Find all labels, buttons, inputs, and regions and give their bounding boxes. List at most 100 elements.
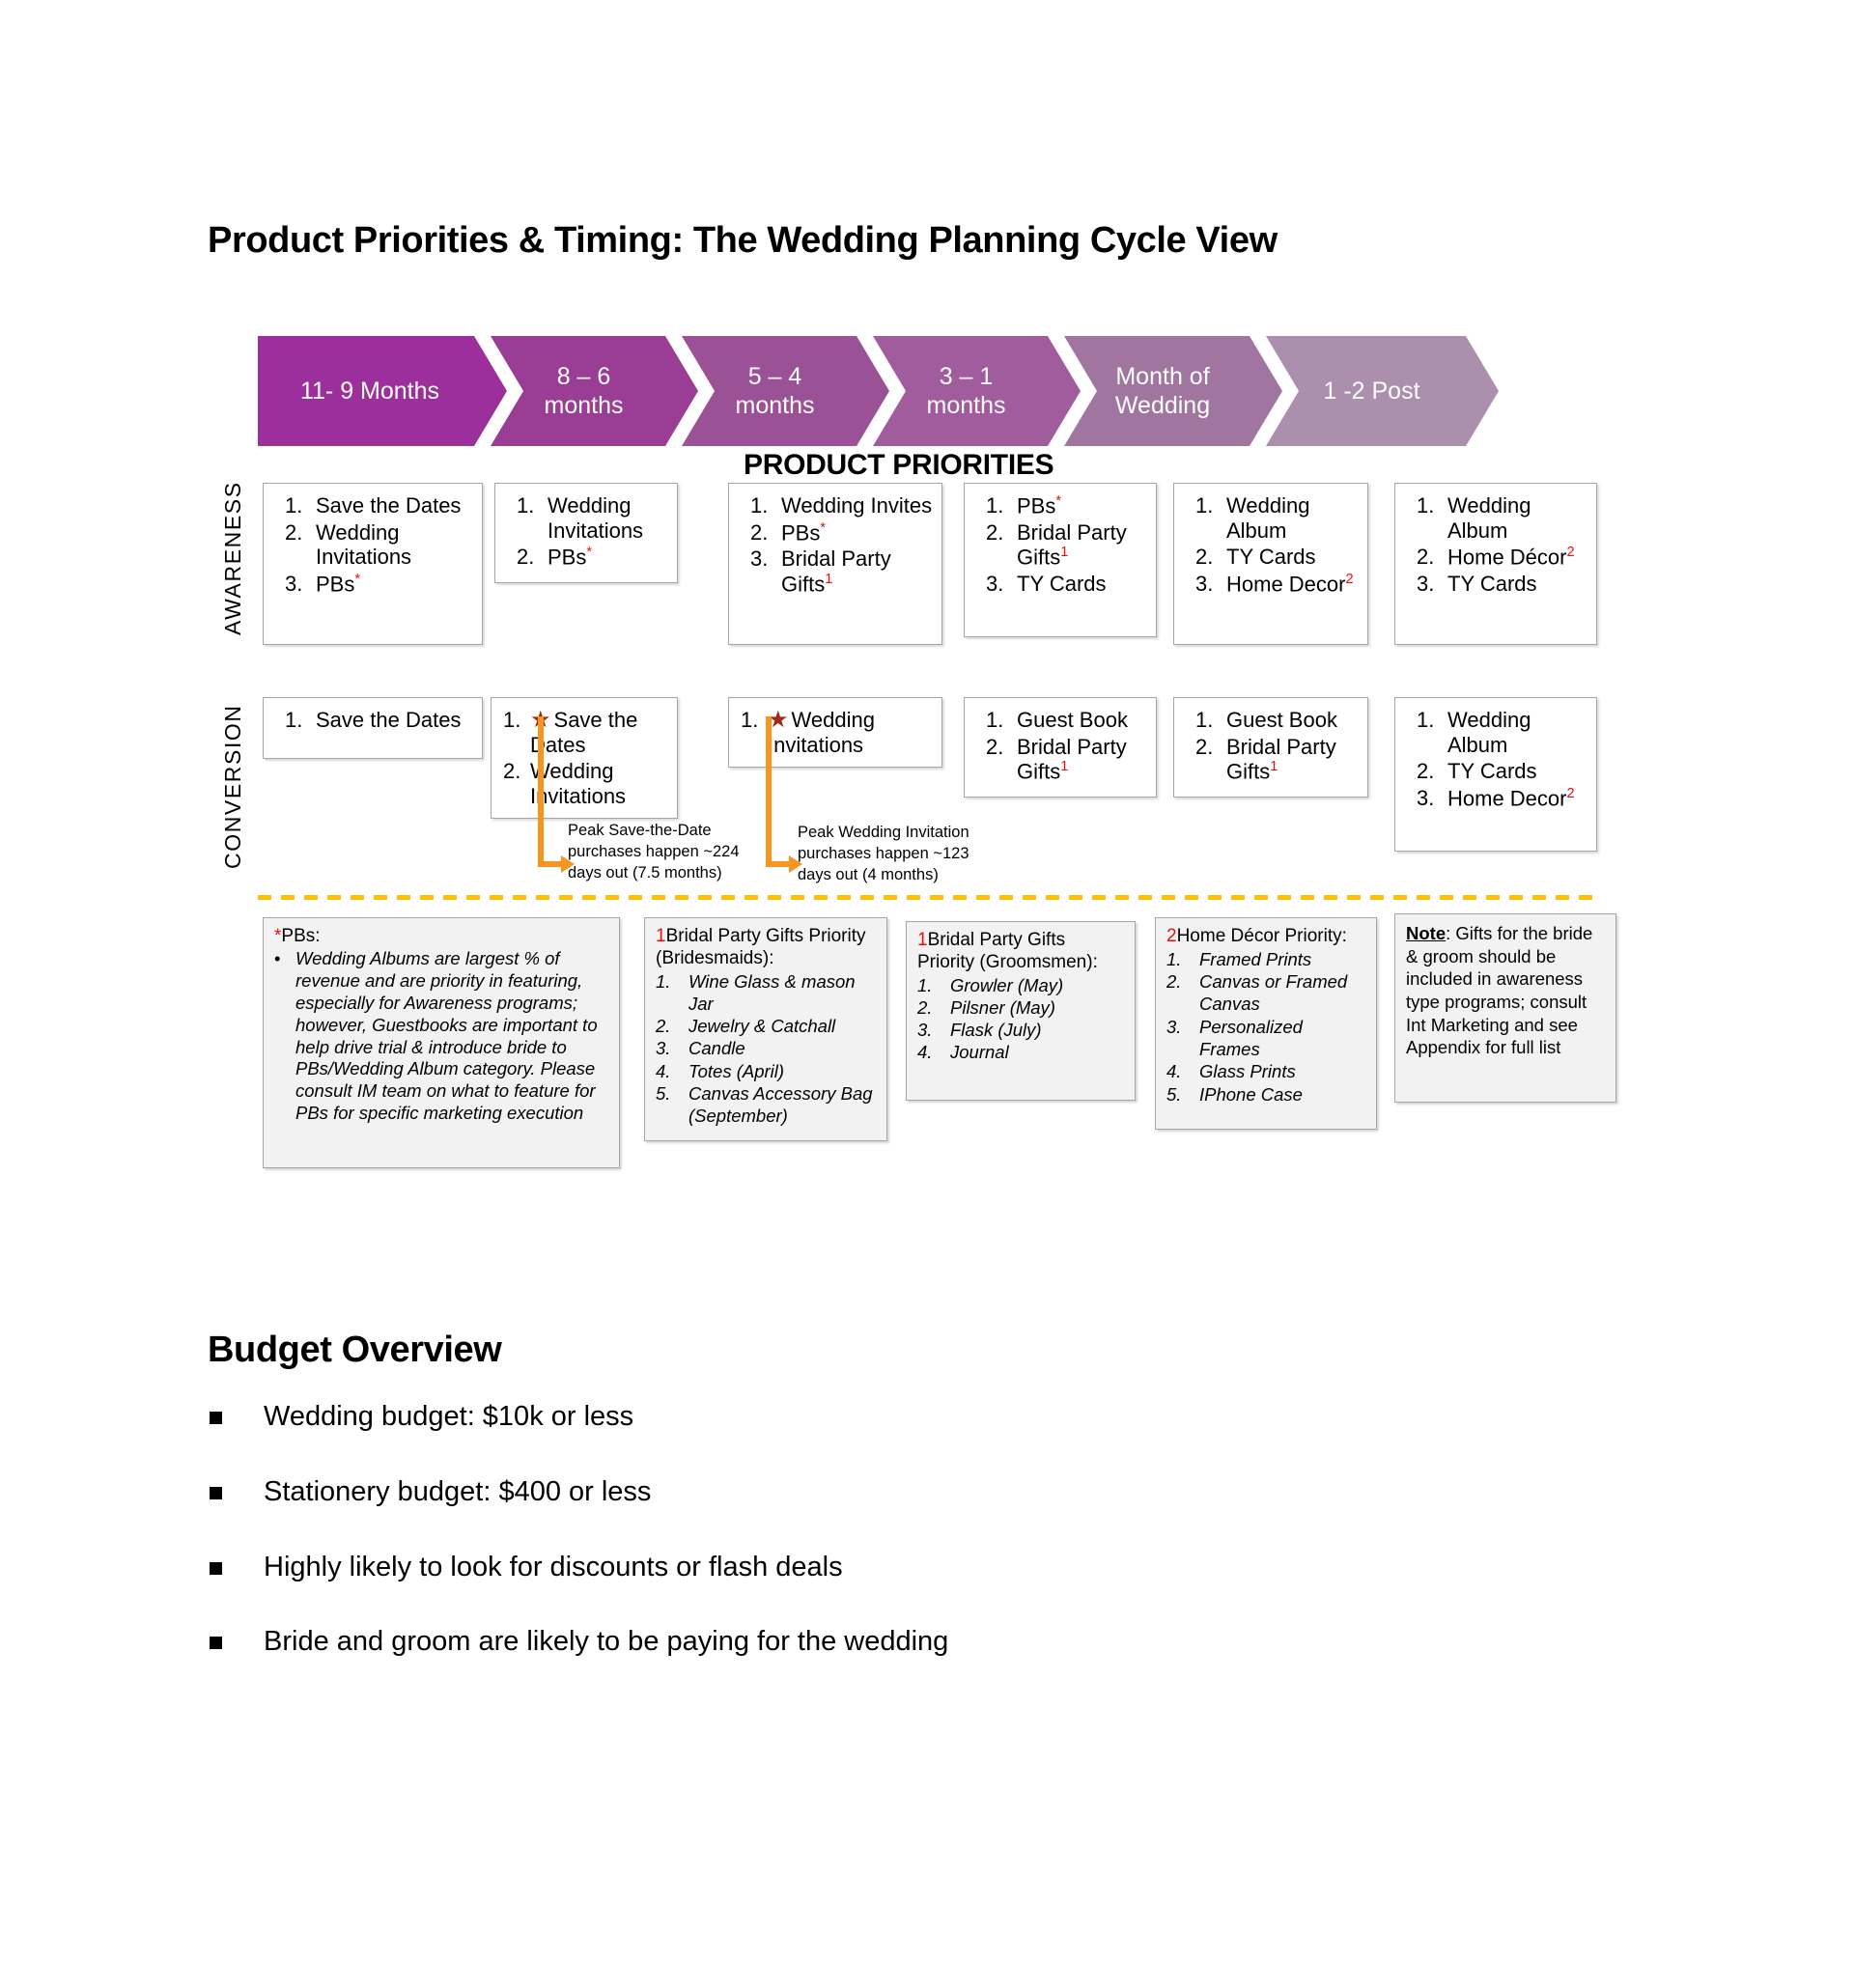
square-bullet-icon (210, 1412, 222, 1424)
dashed-divider (258, 895, 1600, 900)
footnote-marker: 1 (917, 930, 928, 950)
list-item: 1. Wedding Album (1401, 708, 1590, 757)
list-item: 3. Personalized Frames (1166, 1016, 1367, 1061)
list-item-number: 3. (1417, 785, 1435, 810)
list-item-text: Wedding Album (1447, 708, 1531, 757)
list-item-text: Wedding Album (1447, 493, 1531, 543)
list-item-number: 1. (656, 970, 671, 992)
list-item: 1.Wedding Invitations (501, 493, 671, 543)
footnote-marker: 1 (825, 571, 833, 587)
footnote-heading: 1Bridal Party Gifts Priority (Groomsmen)… (917, 930, 1098, 972)
list-item: 3.PBs* (269, 572, 476, 597)
list-item: 3.Flask (July) (917, 1019, 1126, 1041)
callout-arrow-shaft (766, 861, 789, 867)
list-item: 3.TY Cards (970, 572, 1150, 597)
list-item-number: 4. (917, 1042, 933, 1063)
list-item-number: 3. (750, 546, 769, 572)
square-bullet-icon (210, 1486, 222, 1499)
list-item-number: 3. (917, 1020, 933, 1041)
list-item-text: Home Decor2 (1226, 571, 1354, 596)
list-item-text: Personalized Frames (1199, 1016, 1303, 1059)
callout-connector-line (538, 716, 544, 867)
list-item-text: ★Wedding Invitations (768, 707, 875, 757)
list-item: 1.★Save the Dates (497, 708, 671, 757)
callout-arrow-head (789, 855, 802, 873)
list-item-text: TY Cards (1447, 759, 1537, 784)
list-item: 1.Wedding Album (1180, 493, 1362, 543)
list-item-number: 3. (1195, 571, 1214, 596)
timeline-phase-6[interactable]: 1 -2 Post (1266, 336, 1499, 446)
square-bullet-icon (210, 1637, 222, 1650)
budget-bullet-item: Wedding budget: $10k or less (208, 1400, 1366, 1434)
star-icon: ★ (768, 707, 789, 733)
list-item: 5.IPhone Case (1166, 1083, 1367, 1106)
list-item-text: Canvas or Framed Canvas (1199, 971, 1348, 1015)
budget-bullet-text: Highly likely to look for discounts or f… (264, 1551, 843, 1582)
footnote-box-1[interactable]: *PBs:•Wedding Albums are largest % of re… (263, 917, 620, 1168)
budget-bullet-item: Stationery budget: $400 or less (208, 1475, 1366, 1509)
callout-text: Peak Wedding Invitation purchases happen… (798, 824, 969, 883)
priority-box-conversion-3[interactable]: 1. ★Wedding Invitations (728, 697, 942, 769)
list-item-text: Guest Book (1226, 708, 1337, 732)
list-item-text: Home Decor2 (1447, 785, 1575, 810)
callout-arrow-head (561, 855, 575, 873)
list-item-number: 1. (1166, 948, 1182, 969)
list-item: 2.TY Cards (1401, 759, 1590, 784)
footnote-box-3[interactable]: 1Bridal Party Gifts Priority (Groomsmen)… (906, 921, 1136, 1101)
list-item: 2.Bridal Party Gifts1 (970, 735, 1150, 784)
footnote-box-2[interactable]: 1Bridal Party Gifts Priority (Bridesmaid… (644, 917, 887, 1141)
list-item-number: 1. (517, 493, 535, 518)
callout-connector-line (766, 716, 772, 867)
list-item-text: Journal (950, 1042, 1009, 1063)
list-item-number: 2. (503, 759, 521, 784)
footnote-box-5[interactable]: Note: Gifts for the bride & groom should… (1394, 913, 1616, 1103)
list-item-text: Bridal Party Gifts1 (1226, 734, 1336, 784)
row-label-conversion: CONVERSION (220, 704, 245, 870)
budget-overview-title: Budget Overview (208, 1330, 502, 1370)
list-item: 2.Bridal Party Gifts1 (1180, 735, 1362, 784)
list-item-number: 2. (517, 545, 535, 570)
footnote-marker: * (820, 519, 827, 536)
section-header-product-priorities: PRODUCT PRIORITIES (744, 449, 1054, 481)
priority-box-conversion-1[interactable]: 1.Save the Dates (263, 697, 483, 759)
footnote-marker: * (354, 571, 361, 587)
footnote-numbered-list: 1.Growler (May)2.Pilsner (May)3.Flask (J… (917, 974, 1126, 1064)
list-item-text: Bridal Party Gifts1 (1017, 734, 1127, 784)
footnote-marker: 1 (656, 926, 666, 946)
footnote-marker: 1 (1060, 759, 1069, 775)
list-item: 1.Growler (May) (917, 974, 1126, 996)
row-label-awareness: AWARENESS (220, 481, 245, 635)
list-item: 2.Wedding Invitations (269, 520, 476, 570)
bullet-marker: • (274, 947, 281, 968)
list-item-text: IPhone Case (1199, 1083, 1303, 1105)
list-item-number: 3. (1166, 1016, 1182, 1037)
list-item-text: Wedding Invitations (316, 519, 412, 570)
timeline-phase-1[interactable]: 11- 9 Months (258, 336, 507, 446)
list-item-text: PBs* (1017, 493, 1062, 518)
list-item-number: 1. (750, 493, 769, 518)
list-item-number: 1. (741, 708, 759, 732)
list-item-number: 2. (917, 996, 933, 1018)
list-item-text: TY Cards (1226, 545, 1316, 570)
list-item: 2.Jewelry & Catchall (656, 1015, 878, 1037)
list-item-number: 1. (1417, 708, 1435, 732)
